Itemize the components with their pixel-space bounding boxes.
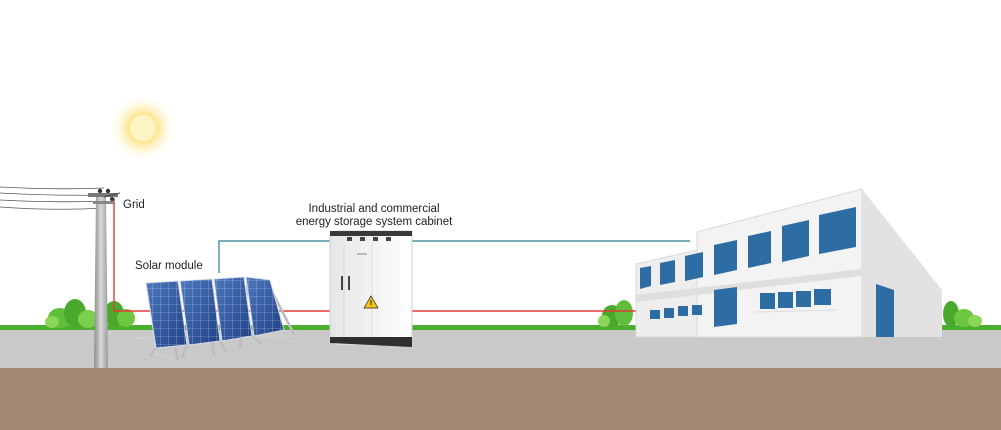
cabinet-label: Industrial and commercial energy storage… bbox=[288, 203, 460, 229]
factory-building-icon bbox=[635, 188, 942, 338]
bush-left bbox=[45, 299, 98, 328]
overhead-wires bbox=[0, 186, 105, 210]
power-line bbox=[113, 198, 640, 312]
solar-panel-icon bbox=[135, 276, 301, 363]
bush-building-left bbox=[598, 300, 633, 327]
solar-module-label: Solar module bbox=[135, 260, 203, 272]
warning-triangle-icon bbox=[363, 295, 379, 309]
soil bbox=[0, 368, 1001, 430]
sun-icon bbox=[109, 94, 177, 162]
bush-right-of-pole bbox=[104, 301, 135, 327]
utility-pole-icon bbox=[88, 188, 121, 368]
grass-strip bbox=[0, 325, 1001, 330]
cabinet-label-line1: Industrial and commercial bbox=[308, 203, 440, 215]
cabinet-label-line2: energy storage system cabinet bbox=[295, 216, 453, 228]
grid-label: Grid bbox=[123, 199, 145, 211]
energy-storage-cabinet-icon bbox=[329, 230, 413, 347]
communication-line bbox=[218, 240, 690, 273]
bush-far-right bbox=[943, 301, 982, 327]
